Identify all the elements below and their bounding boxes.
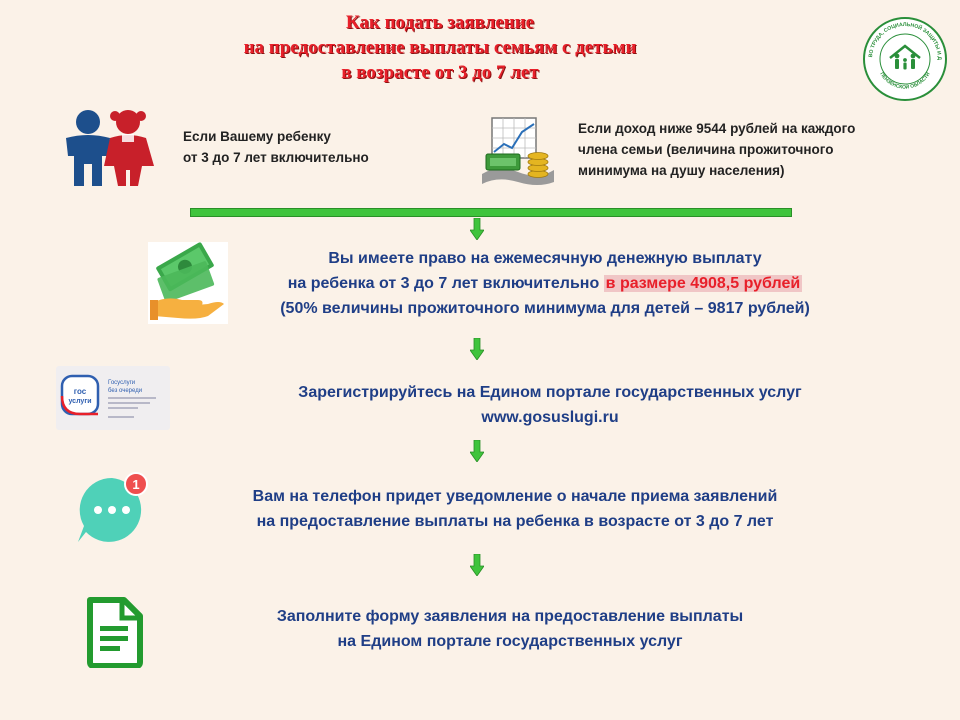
register-line-1: Зарегистрируйтесь на Едином портале госу… xyxy=(298,384,802,401)
ministry-logo: МИНИСТЕРСТВО ТРУДА, СОЦИАЛЬНОЙ ЗАЩИТЫ И … xyxy=(860,12,948,102)
money-hand-icon xyxy=(148,242,228,324)
children-icon xyxy=(58,108,156,186)
conditions-connector-bar xyxy=(190,208,792,217)
money-chart-icon xyxy=(478,112,558,188)
condition-age-text: Если Вашему ребенку от 3 до 7 лет включи… xyxy=(183,126,443,168)
payment-amount-highlight: в размере 4908,5 рублей xyxy=(603,275,803,292)
notification-line-1: Вам на телефон придет уведомление о нача… xyxy=(252,488,778,505)
condition-age-line-2: от 3 до 7 лет включительно xyxy=(183,150,369,165)
condition-income-line-1: Если доход ниже 9544 рублей на каждого xyxy=(578,121,856,136)
fill-form-line-2: на Едином портале государственных услуг xyxy=(337,633,683,650)
uslugi-badge-text: услуги xyxy=(68,398,91,405)
notification-line-2: на предоставление выплаты на ребенка в в… xyxy=(256,513,774,530)
payment-right-text: Вы имеете право на ежемесячную денежную … xyxy=(230,246,860,321)
condition-income-text: Если доход ниже 9544 рублей на каждого ч… xyxy=(578,118,938,181)
title-line-3: в возрасте от 3 до 7 лет xyxy=(341,62,539,83)
notification-count: 1 xyxy=(132,477,139,492)
register-text: Зарегистрируйтесь на Едином портале госу… xyxy=(220,380,880,430)
condition-age-line-1: Если Вашему ребенку xyxy=(183,129,331,144)
title-line-1: Как подать заявление xyxy=(345,12,535,33)
title-line-2: на предоставление выплаты семьям с детьм… xyxy=(243,37,637,58)
gosuslugi-card: гос услуги Госуслуги без очереди xyxy=(56,366,170,430)
card-title-1: Госуслуги xyxy=(108,380,135,386)
payment-line-2-text: на ребенка от 3 до 7 лет включительно xyxy=(287,275,604,292)
payment-line-1: Вы имеете право на ежемесячную денежную … xyxy=(328,250,762,267)
arrow-down-icon xyxy=(470,218,484,240)
payment-line-3: (50% величины прожиточного минимума для … xyxy=(280,300,810,317)
document-icon xyxy=(84,596,144,669)
condition-income-line-3: минимума на душу населения) xyxy=(578,163,785,178)
fill-form-text: Заполните форму заявления на предоставле… xyxy=(210,604,810,654)
page-title: Как подать заявление на предоставление в… xyxy=(120,10,760,85)
arrow-down-icon xyxy=(470,338,484,360)
notification-text: Вам на телефон придет уведомление о нача… xyxy=(190,484,840,534)
card-title-2: без очереди xyxy=(108,388,142,394)
gosuslugi-link[interactable]: www.gosuslugi.ru xyxy=(481,409,619,426)
condition-income-line-2: члена семьи (величина прожиточного xyxy=(578,142,834,157)
payment-line-2: на ребенка от 3 до 7 лет включительно в … xyxy=(230,271,860,296)
arrow-down-icon xyxy=(470,554,484,576)
chat-notification-icon: 1 xyxy=(74,470,154,546)
gos-badge-text: гос xyxy=(74,387,87,396)
ministry-logo-icon: МИНИСТЕРСТВО ТРУДА, СОЦИАЛЬНОЙ ЗАЩИТЫ И … xyxy=(860,12,947,101)
arrow-down-icon xyxy=(470,440,484,462)
fill-form-line-1: Заполните форму заявления на предоставле… xyxy=(276,608,744,625)
